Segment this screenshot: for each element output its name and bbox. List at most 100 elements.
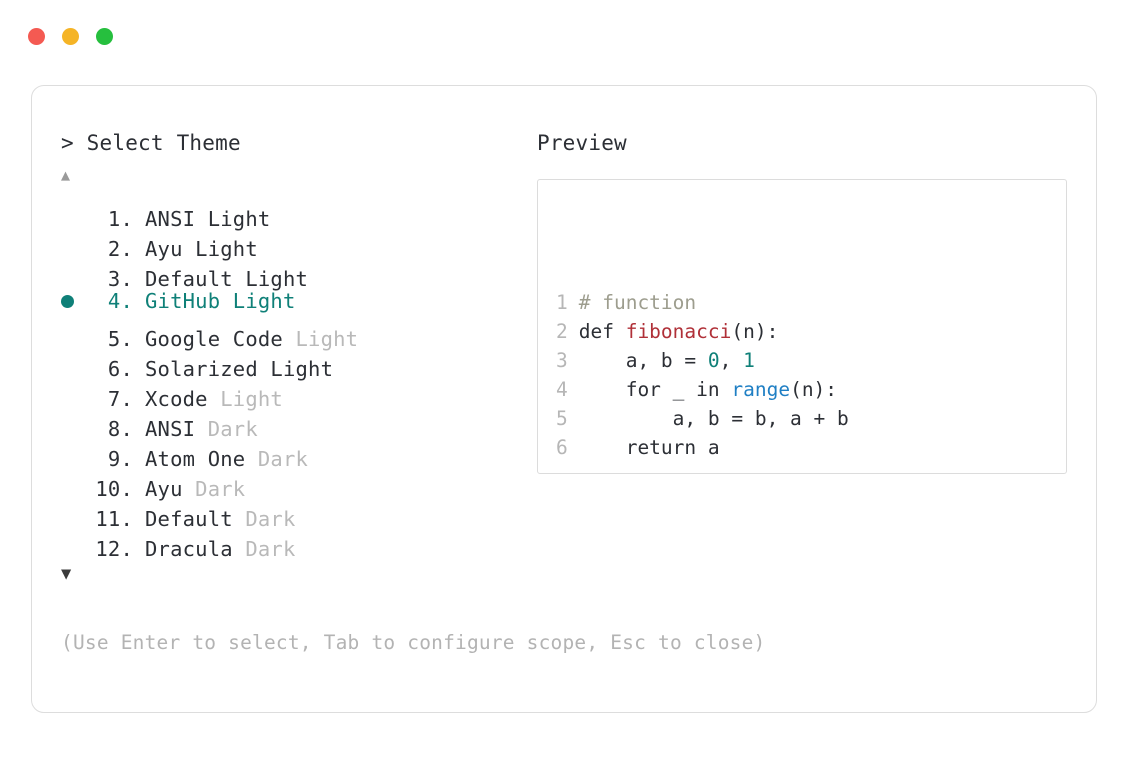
theme-variant: Dark: [232, 507, 296, 531]
page-title: > Select Theme: [61, 131, 241, 155]
code-line: 2 def fibonacci(n):: [556, 317, 884, 346]
selection-bullet-cell: [61, 287, 87, 317]
theme-index: 10.: [95, 477, 133, 501]
theme-list-item[interactable]: 1. ANSI Light: [61, 196, 531, 231]
code-token: ,: [719, 349, 744, 372]
code-token: (n):: [790, 378, 838, 401]
selection-bullet-cell: [61, 436, 87, 466]
theme-variant: Light: [257, 357, 334, 381]
theme-index: 11.: [95, 507, 133, 531]
theme-name: Ayu: [145, 477, 183, 501]
theme-selector-card: > Select Theme ▲ 1. ANSI Light 2. Ayu Ligh…: [31, 85, 1097, 713]
code-line: 3 a, b = 0, 1: [556, 346, 884, 375]
theme-index: 6.: [95, 357, 133, 381]
theme-name: ANSI: [145, 417, 196, 441]
scroll-down-icon[interactable]: ▼: [61, 564, 72, 584]
theme-index: 4.: [95, 289, 133, 313]
code-line: 6 return a: [556, 433, 884, 462]
selection-bullet-cell: [61, 196, 87, 226]
theme-variant: Light: [232, 267, 309, 291]
theme-name: Solarized: [145, 357, 258, 381]
theme-list-item[interactable]: 6. Solarized Light: [61, 346, 531, 381]
theme-index: 3.: [95, 267, 133, 291]
theme-list-item[interactable]: 3. Default Light: [61, 256, 531, 291]
theme-list-item[interactable]: 11. Default Dark: [61, 496, 531, 531]
selection-bullet-cell: [61, 496, 87, 526]
close-button[interactable]: [28, 28, 45, 45]
line-number: 4: [556, 378, 568, 401]
theme-variant: Light: [220, 289, 296, 313]
keyboard-hint: (Use Enter to select, Tab to configure s…: [61, 631, 766, 654]
theme-name: Xcode: [145, 387, 208, 411]
theme-list-item[interactable]: 2. Ayu Light: [61, 226, 531, 261]
code-line: 1 # function: [556, 288, 884, 317]
theme-variant: Light: [282, 327, 359, 351]
code-token: a, b = b, a + b: [567, 407, 849, 430]
theme-variant: Light: [207, 387, 283, 411]
code-token: for _ in: [567, 378, 732, 401]
selection-bullet-cell: [61, 226, 87, 256]
selected-dot-icon: [61, 295, 74, 308]
code-token: range: [731, 378, 791, 401]
selection-bullet-cell: [61, 406, 87, 436]
code-token: fibonacci: [625, 320, 732, 343]
theme-name: Dracula: [145, 537, 233, 561]
selection-bullet-cell: [61, 346, 87, 376]
selection-bullet-cell: [61, 466, 87, 496]
theme-list-item[interactable]: 10. Ayu Dark: [61, 466, 531, 501]
minimize-button[interactable]: [62, 28, 79, 45]
selection-bullet-cell: [61, 376, 87, 406]
theme-index: 12.: [95, 537, 133, 561]
line-number: 2: [556, 320, 568, 343]
maximize-button[interactable]: [96, 28, 113, 45]
theme-name: Default: [145, 267, 233, 291]
theme-index: 5.: [95, 327, 133, 351]
theme-list: 1. ANSI Light 2. Ayu Light 3. Default Light…: [61, 196, 531, 561]
code-token: (n):: [731, 320, 779, 343]
scroll-up-icon[interactable]: ▲: [61, 166, 71, 184]
theme-list-item[interactable]: 7. Xcode Light: [61, 376, 531, 411]
theme-index: 8.: [95, 417, 133, 441]
code-token: def: [567, 320, 626, 343]
line-number: 5: [556, 407, 568, 430]
theme-list-pane: > Select Theme ▲ 1. ANSI Light 2. Ayu Ligh…: [61, 133, 531, 584]
theme-name: Default: [145, 507, 233, 531]
theme-name: Google Code: [145, 327, 283, 351]
code-line: 5 a, b = b, a + b: [556, 404, 884, 433]
theme-list-item[interactable]: 5. Google Code Light: [61, 316, 531, 351]
theme-list-item[interactable]: 12. Dracula Dark: [61, 526, 531, 561]
theme-index: 7.: [95, 387, 133, 411]
theme-list-item[interactable]: 8. ANSI Dark: [61, 406, 531, 441]
theme-variant: Light: [182, 237, 258, 261]
theme-variant: Dark: [195, 417, 258, 441]
selection-bullet-cell: [61, 316, 87, 346]
theme-index: 2.: [95, 237, 133, 261]
theme-name: GitHub: [145, 289, 221, 313]
window-titlebar: [28, 28, 113, 45]
theme-name: Atom One: [145, 447, 246, 471]
code-token: a, b =: [567, 349, 708, 372]
code-token: return a: [567, 436, 720, 459]
selection-bullet-cell: [61, 526, 87, 556]
line-number: 1: [556, 291, 568, 314]
selection-bullet-cell: [61, 256, 87, 286]
code-token: 1: [743, 349, 755, 372]
code-token: 0: [707, 349, 720, 372]
code-token: # function: [567, 291, 697, 314]
line-number: 6: [556, 436, 568, 459]
theme-variant: Dark: [182, 477, 246, 501]
theme-list-item[interactable]: 9.Atom One Dark: [61, 436, 531, 471]
theme-variant: Dark: [245, 447, 309, 471]
theme-name: ANSI: [145, 207, 196, 231]
line-number: 3: [556, 349, 568, 372]
theme-list-item[interactable]: 4. GitHub Light: [61, 286, 531, 316]
preview-title: Preview: [537, 131, 627, 155]
theme-variant: Light: [195, 207, 271, 231]
theme-name: Ayu: [145, 237, 183, 261]
theme-index: 1.: [95, 207, 133, 231]
theme-variant: Dark: [232, 537, 296, 561]
